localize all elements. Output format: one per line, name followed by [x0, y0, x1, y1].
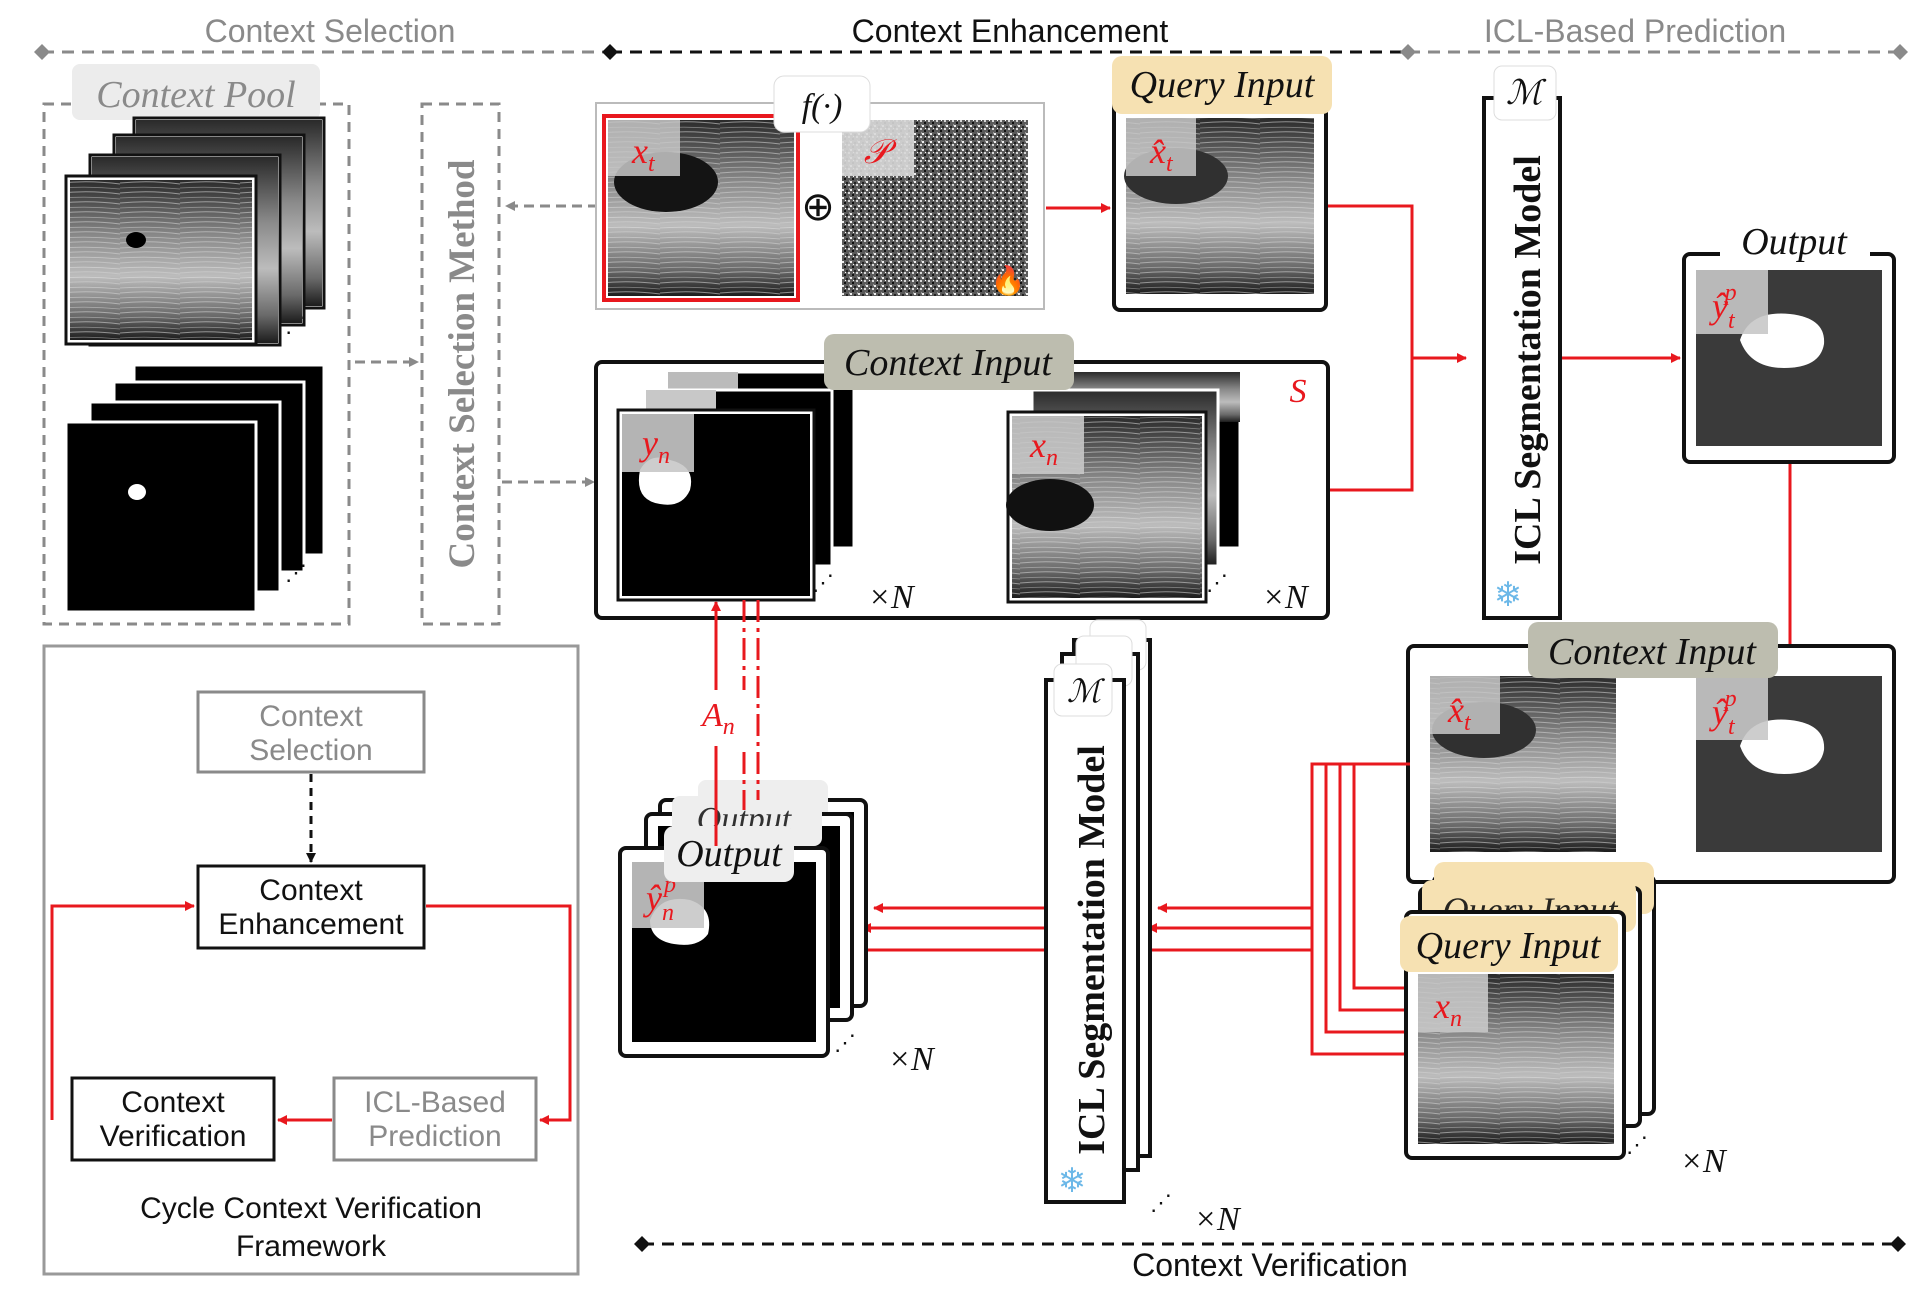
context-input-set: yn ⋰ ×N xn ⋰ ×N S Context Input [594, 334, 1330, 620]
query-to-model-line [1328, 204, 1467, 363]
cycle-verification-line1: Context [121, 1086, 225, 1119]
context-pool: Context Pool ⋰ ⋰ [42, 64, 351, 626]
context-selection-method: Context Selection Method [420, 102, 501, 626]
context-to-model-line [1330, 358, 1414, 492]
ytp-label: ŷtp [1709, 280, 1737, 334]
cycle-prediction-line2: Prediction [368, 1120, 501, 1153]
verify-model-times-n: ×N [1194, 1201, 1242, 1238]
context-selection-method-label: Context Selection Method [442, 159, 483, 568]
model-m-label: ℳ [1506, 75, 1547, 112]
output-title: Output [1741, 221, 1848, 263]
xt-label: xt [631, 131, 656, 177]
icl-model-label: ICL Segmentation Model [1507, 155, 1549, 565]
stage-selection-label: Context Selection [205, 13, 456, 49]
svg-text:⋰: ⋰ [1206, 570, 1228, 595]
prediction-output: ŷtp Output [1682, 212, 1896, 464]
cycle-framework-panel: Context Selection Context Enhancement IC… [42, 644, 580, 1276]
verify-xhat-label: x̂t [1447, 690, 1472, 736]
flame-icon: 🔥 [991, 264, 1026, 297]
cycle-prediction-line1: ICL-Based [364, 1086, 506, 1119]
svg-text:⋰: ⋰ [285, 312, 307, 337]
stage-enhancement-label: Context Enhancement [852, 13, 1169, 49]
an-label: An [700, 697, 735, 740]
icl-model-prediction: ℳ ICL Segmentation Model ❄ [1482, 65, 1562, 620]
cycle-caption-line2: Framework [236, 1230, 387, 1263]
svg-text:⋰: ⋰ [812, 570, 834, 595]
verify-query-input: Query Input xn Query Input ⋰ ×N [1400, 862, 1728, 1180]
snowflake-icon: ❄ [1494, 577, 1523, 614]
svg-text:⋰: ⋰ [285, 560, 307, 585]
function-label: f(·) [802, 88, 843, 125]
verify-query-times-n: ×N [1680, 1143, 1728, 1180]
stage-prediction-label: ICL-Based Prediction [1484, 13, 1786, 49]
svg-text:⋰: ⋰ [834, 1030, 856, 1055]
times-n-yn: ×N [868, 579, 916, 616]
cycle-caption-line1: Cycle Context Verification [140, 1192, 482, 1225]
verify-xn-label: xn [1433, 986, 1462, 1032]
icl-model-verification: ℳ ICL Segmentation Model ❄ ⋰ ×N [1044, 619, 1242, 1238]
cycle-enhancement-line1: Context [259, 874, 363, 907]
stage-header: Context Selection Context Enhancement IC… [34, 13, 1908, 60]
verify-ytp-label: ŷtp [1709, 686, 1737, 740]
verify-output-times-n: ×N [888, 1041, 936, 1078]
cycle-enhancement-line2: Enhancement [218, 908, 404, 941]
stage-verification-label: Context Verification [1132, 1247, 1408, 1283]
verify-query-title: Query Input [1416, 925, 1602, 967]
verify-output-title: Output [676, 833, 783, 875]
context-input-title: Context Input [844, 342, 1053, 384]
yn-label: yn [639, 423, 670, 469]
cycle-selection-line2: Selection [249, 734, 372, 767]
query-input-title: Query Input [1130, 64, 1316, 106]
svg-text:⋰: ⋰ [1150, 1190, 1172, 1215]
query-input: x̂t Query Input [1112, 56, 1332, 312]
cycle-verification-line2: Verification [100, 1120, 247, 1153]
oplus-symbol: ⊕ [801, 184, 835, 229]
verify-snowflake-icon: ❄ [1058, 1163, 1087, 1200]
enhancement-block: xt ⊕ 𝒫 🔥 f(·) [595, 75, 1045, 310]
xn-label: xn [1029, 425, 1058, 471]
verify-output: Output ŷnp Output ⋰ ×N [618, 780, 936, 1078]
times-n-xn: ×N [1262, 579, 1310, 616]
verification-footer: Context Verification [634, 1236, 1906, 1283]
set-s-label: S [1290, 373, 1307, 410]
verify-context-title: Context Input [1548, 631, 1757, 673]
context-pool-title: Context Pool [96, 74, 295, 116]
verify-icl-model-label: ICL Segmentation Model [1071, 745, 1113, 1155]
verify-input-lines [1137, 762, 1410, 1056]
xhat-t-label: x̂t [1149, 131, 1174, 177]
model-to-verify-output-lines [833, 903, 1044, 955]
svg-text:⋰: ⋰ [1626, 1132, 1648, 1157]
cycle-selection-line1: Context [259, 700, 363, 733]
verify-model-m-label: ℳ [1067, 673, 1106, 709]
verify-context-input: x̂t ŷtp Context Input [1406, 622, 1896, 884]
